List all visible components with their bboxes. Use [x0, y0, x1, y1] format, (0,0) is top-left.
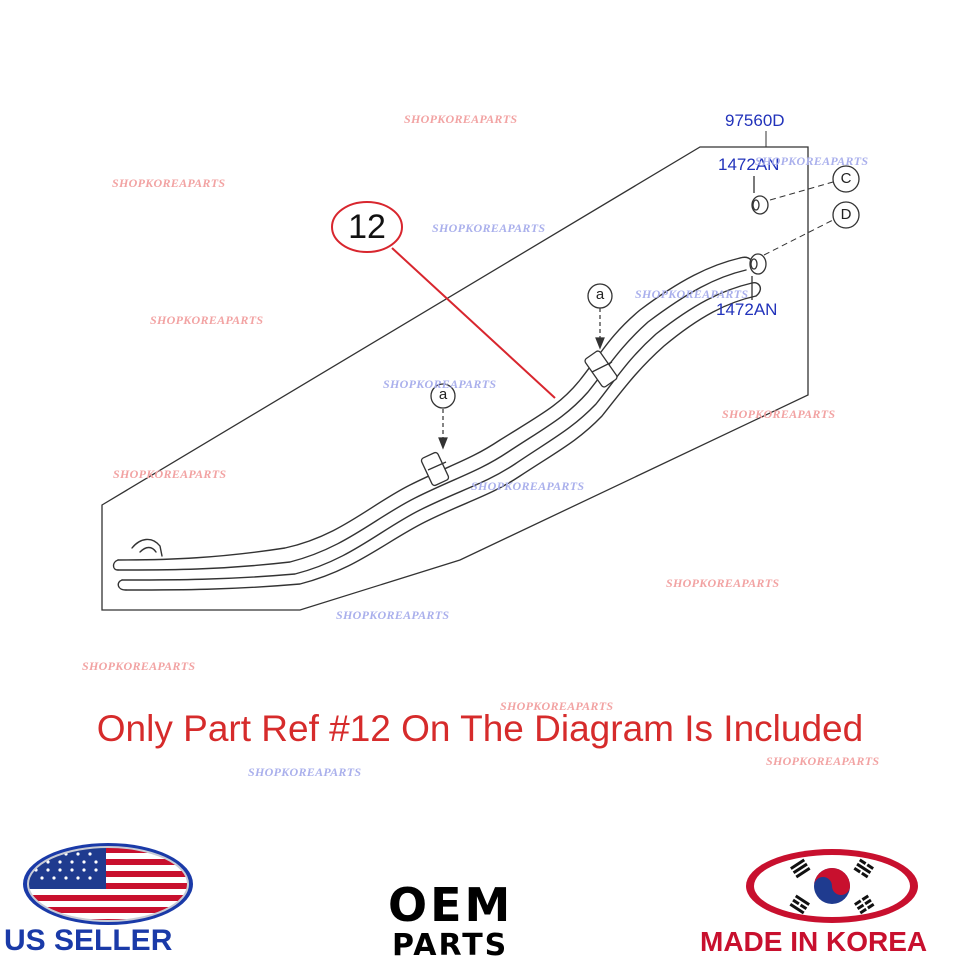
- ref-circle-a-upper: [587, 283, 613, 309]
- pipe-clamp-lower: [420, 451, 450, 487]
- watermark: SHOPKOREAPARTS: [82, 659, 196, 673]
- callout-number: 12: [348, 208, 386, 246]
- ref-letter-d: D: [840, 206, 852, 223]
- clamp-arrow-lower: [438, 409, 448, 450]
- watermark: SHOPKOREAPARTS: [383, 377, 497, 391]
- included-part-notice: Only Part Ref #12 On The Diagram Is Incl…: [96, 708, 864, 749]
- clamp-arrow-upper: [595, 308, 605, 350]
- watermark: SHOPKOREAPARTS: [666, 576, 780, 590]
- part-number-1472an-upper: 1472AN: [718, 155, 780, 174]
- link-c: [769, 181, 834, 201]
- watermark: SHOPKOREAPARTS: [471, 479, 585, 493]
- watermark: SHOPKOREAPARTS: [112, 176, 226, 190]
- watermark: SHOPKOREAPARTS: [755, 154, 869, 168]
- callout-ellipse: [331, 201, 403, 253]
- link-d: [763, 219, 834, 256]
- pipe-clamp-upper: [584, 350, 618, 388]
- ref-circle-d: [832, 201, 860, 229]
- ref-circle-c: [832, 165, 860, 193]
- watermark: SHOPKOREAPARTS: [404, 112, 518, 126]
- watermark: SHOPKOREAPARTS: [635, 287, 749, 301]
- part-number-97560d: 97560D: [725, 111, 785, 130]
- us-seller-label: US SELLER: [4, 924, 173, 957]
- oem-label: OEM: [388, 878, 514, 932]
- watermark: SHOPKOREAPARTS: [500, 699, 614, 713]
- watermark: SHOPKOREAPARTS: [766, 754, 880, 768]
- ref-circle-a-lower: [430, 383, 456, 409]
- korea-flag-oval-icon: [746, 849, 918, 923]
- ref-letter-a-lower: a: [438, 386, 448, 403]
- watermark: SHOPKOREAPARTS: [113, 467, 227, 481]
- diagram-frame: [101, 146, 809, 611]
- ref-letter-c: C: [840, 170, 852, 187]
- hose-clip-lower: [749, 253, 767, 300]
- watermark: SHOPKOREAPARTS: [150, 313, 264, 327]
- parts-label: PARTS: [392, 928, 509, 963]
- hose-clip-upper: [751, 176, 769, 215]
- watermark: SHOPKOREAPARTS: [336, 608, 450, 622]
- made-in-korea-label: MADE IN KOREA: [700, 926, 928, 957]
- parts-diagram: [101, 131, 860, 611]
- watermark: SHOPKOREAPARTS: [722, 407, 836, 421]
- us-flag-oval-icon: [23, 843, 193, 925]
- watermark: SHOPKOREAPARTS: [432, 221, 546, 235]
- ref-letter-a-upper: a: [595, 286, 605, 303]
- callout-leader-line: [391, 247, 556, 399]
- transmission-oil-cooler-hose: [112, 256, 762, 591]
- watermark: SHOPKOREAPARTS: [248, 765, 362, 779]
- part-number-1472an-lower: 1472AN: [716, 300, 778, 319]
